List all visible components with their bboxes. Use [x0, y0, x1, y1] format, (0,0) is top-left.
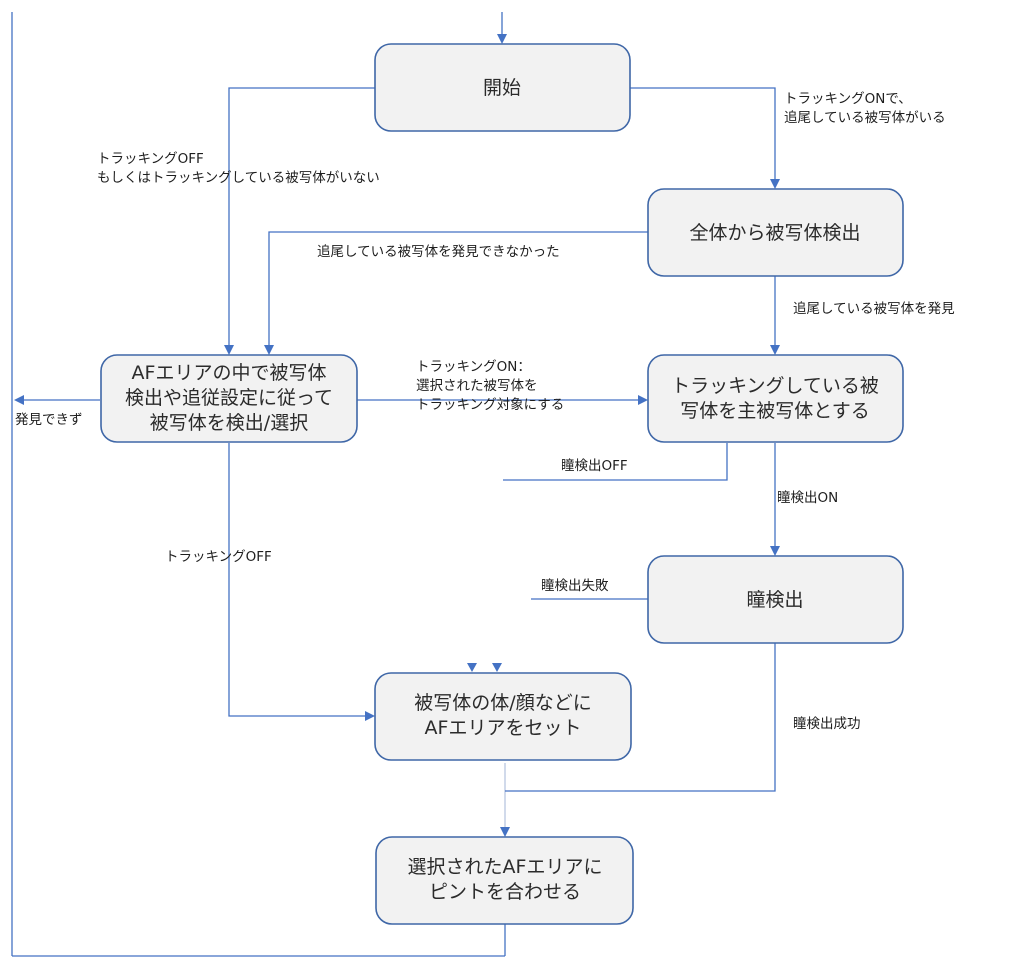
label-eye-on: 瞳検出ON: [777, 489, 838, 506]
label-tracking-on-select-2: トラッキング対象にする: [416, 397, 564, 413]
svg-text:検出や追従設定に従って: 検出や追従設定に従って: [125, 387, 333, 409]
node-start[interactable]: 開始: [374, 43, 631, 132]
svg-text:被写体の体/顔などに: 被写体の体/顔などに: [414, 692, 591, 714]
svg-text:被写体を検出/選択: 被写体を検出/選択: [150, 412, 308, 434]
node-tracking-line-0: トラッキングしている被: [671, 375, 879, 397]
svg-text:選択されたAFエリアに: 選択されたAFエリアに: [408, 856, 603, 878]
node-af-area-line-0: AFエリアの中で被写体: [132, 362, 327, 384]
arrowhead-entry: [497, 34, 507, 44]
arrowhead-eye: [770, 546, 780, 556]
arrowhead-focus: [500, 827, 510, 837]
svg-text:トラッキングしている被: トラッキングしている被: [671, 375, 879, 397]
arrowhead-detect-all: [770, 179, 780, 189]
arrowhead-set-1: [365, 711, 375, 721]
connector-tracking-eye-off: [503, 443, 728, 481]
label-eye-fail: 瞳検出失敗: [541, 577, 609, 594]
label-not-found: 発見できず: [15, 412, 83, 428]
node-af-area-detect[interactable]: AFエリアの中で被写体 検出や追従設定に従って 被写体を検出/選択: [100, 354, 358, 443]
label-tracking-on-found-0: トラッキングONで、: [784, 91, 912, 107]
arrowhead-af-area-2: [264, 345, 274, 355]
label-tracking-on-select-1: 選択された被写体を: [416, 378, 538, 394]
node-detect-all[interactable]: 全体から被写体検出: [647, 188, 904, 277]
node-af-area-line-1: 検出や追従設定に従って: [125, 387, 333, 409]
node-focus[interactable]: 選択されたAFエリアに ピントを合わせる: [375, 836, 634, 925]
connector-eye-success: [505, 643, 776, 792]
edge-labels: トラッキングONで、 追尾している被写体がいる トラッキングOFF もしくはトラ…: [15, 91, 955, 732]
svg-text:開始: 開始: [483, 77, 521, 99]
connector-start-to-af-area: [228, 87, 375, 346]
node-eye-detect[interactable]: 瞳検出: [647, 555, 904, 644]
node-detect-all-line-0: 全体から被写体検出: [689, 222, 860, 244]
node-tracking-main[interactable]: トラッキングしている被 写体を主被写体とする: [647, 354, 904, 443]
label-found-tracked: 追尾している被写体を発見: [793, 301, 955, 317]
node-set-af-area[interactable]: 被写体の体/顔などに AFエリアをセット: [374, 672, 632, 761]
label-tracking-on-select-0: トラッキングON：: [416, 359, 531, 375]
svg-text:全体から被写体検出: 全体から被写体検出: [689, 222, 860, 244]
label-tracking-on-found-1: 追尾している被写体がいる: [784, 110, 946, 126]
svg-text:AFエリアの中で被写体: AFエリアの中で被写体: [132, 362, 327, 384]
node-set-af-area-line-0: 被写体の体/顔などに: [414, 692, 591, 714]
node-eye-detect-line-0: 瞳検出: [746, 589, 803, 611]
label-tracking-off-none-1: もしくはトラッキングしている被写体がいない: [97, 170, 380, 186]
arrowhead-af-area-1: [224, 345, 234, 355]
arrowhead-tracking-2: [638, 395, 648, 405]
node-start-line-0: 開始: [483, 77, 521, 99]
connector-start-to-detect-all: [630, 87, 776, 180]
label-not-found-tracked: 追尾している被写体を発見できなかった: [317, 244, 560, 260]
svg-text:写体を主被写体とする: 写体を主被写体とする: [680, 400, 869, 422]
svg-text:ピントを合わせる: ピントを合わせる: [429, 881, 581, 903]
arrowhead-not-found: [14, 395, 24, 405]
connector-detect-all-to-af-area: [268, 231, 648, 346]
arrowhead-tracking-1: [770, 345, 780, 355]
node-focus-line-0: 選択されたAFエリアに: [408, 856, 603, 878]
label-eye-success: 瞳検出成功: [793, 715, 861, 732]
node-tracking-line-1: 写体を主被写体とする: [680, 400, 869, 422]
label-tracking-off-none-0: トラッキングOFF: [97, 151, 204, 167]
node-focus-line-1: ピントを合わせる: [429, 881, 581, 903]
connectors: [11, 12, 780, 957]
node-set-af-area-line-1: AFエリアをセット: [425, 717, 582, 739]
svg-text:瞳検出: 瞳検出: [746, 589, 803, 611]
arrowhead-set-3: [492, 663, 502, 672]
label-tracking-off: トラッキングOFF: [165, 549, 272, 565]
label-eye-off: 瞳検出OFF: [561, 457, 628, 474]
connector-af-area-to-set: [228, 443, 366, 717]
node-af-area-line-2: 被写体を検出/選択: [150, 412, 308, 434]
arrowhead-set-2: [467, 663, 477, 672]
svg-text:AFエリアをセット: AFエリアをセット: [425, 717, 582, 739]
